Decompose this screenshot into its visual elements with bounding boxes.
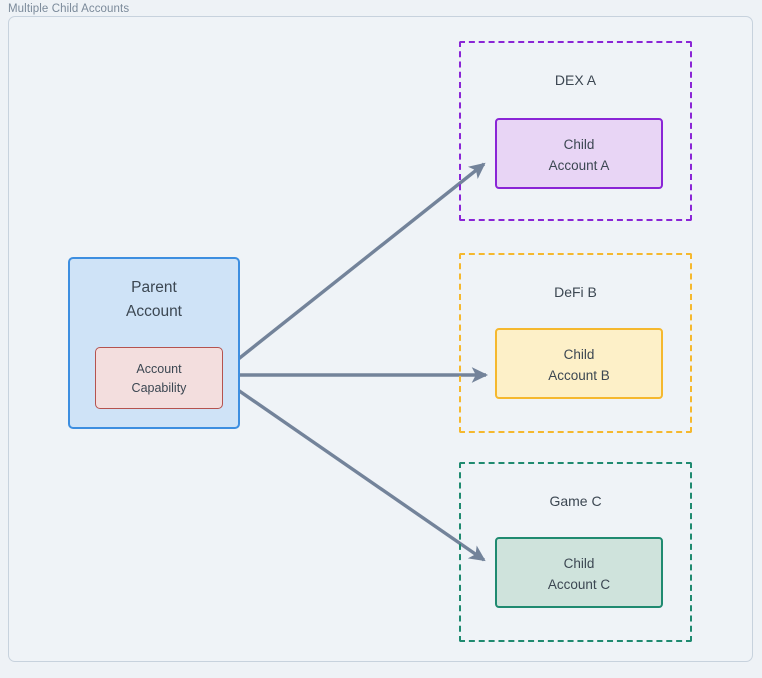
parent-account-node[interactable]: Parent Account Account Capability (68, 257, 240, 429)
child-account-c-node[interactable]: Child Account C (495, 537, 663, 608)
child-account-a-label: Child Account A (548, 137, 610, 173)
child-account-b-node[interactable]: Child Account B (495, 328, 663, 399)
account-capability-node[interactable]: Account Capability (95, 347, 223, 409)
group-defi-b[interactable]: DeFi B Child Account B (459, 253, 692, 433)
child-account-a-node[interactable]: Child Account A (495, 118, 663, 189)
child-account-b-label: Child Account B (548, 347, 610, 383)
parent-account-label: Parent Account (125, 279, 182, 320)
account-capability-label: Account Capability (131, 362, 187, 395)
diagram-title: Multiple Child Accounts (8, 3, 130, 15)
group-dex-a-label: DEX A (554, 72, 597, 88)
group-defi-b-label: DeFi B (554, 284, 597, 300)
group-game-c-label: Game C (549, 493, 602, 509)
group-dex-a[interactable]: DEX A Child Account A (459, 41, 692, 221)
child-account-c-label: Child Account C (547, 556, 611, 592)
group-game-c[interactable]: Game C Child Account C (459, 462, 692, 642)
